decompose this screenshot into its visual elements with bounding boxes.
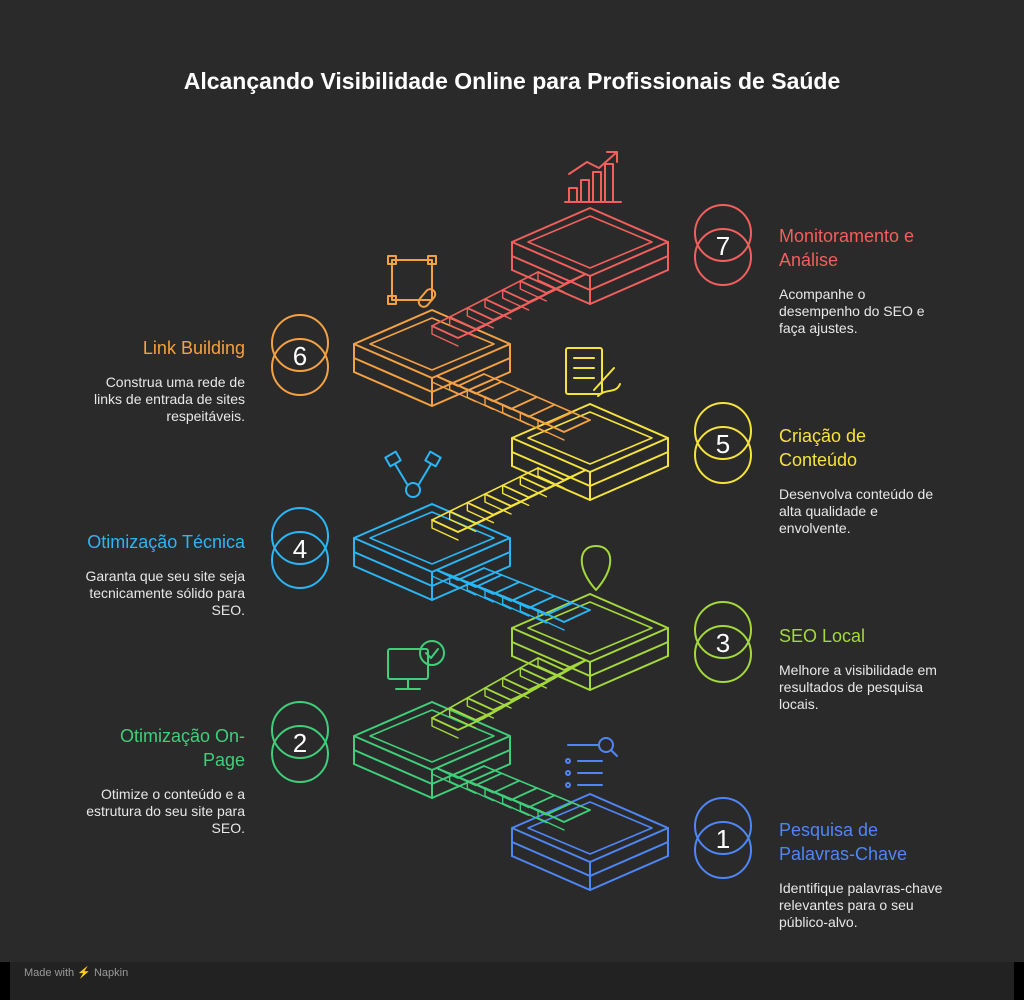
stairs-6-to-7 (431, 271, 591, 347)
made-with-napkin: Made with ⚡ Napkin (24, 967, 129, 979)
step-4-badge: 4 (271, 507, 329, 589)
monitor-check-icon (387, 640, 445, 690)
stairs-5-to-6 (431, 373, 591, 441)
step-4-number: 4 (293, 534, 307, 564)
stairs-2-to-3 (431, 657, 591, 739)
location-pin-icon (580, 545, 612, 591)
napkin-logo-icon: ⚡ (77, 967, 91, 979)
stairs-3-to-4 (431, 567, 591, 631)
step-7-number: 7 (716, 231, 730, 261)
step-2-title: Otimização On-Page (119, 726, 245, 770)
growth-chart-icon (564, 151, 622, 203)
step-6-badge: 6 (271, 314, 329, 396)
step-6-title: Link Building (142, 338, 245, 358)
footer: Made with ⚡ Napkin (0, 962, 1024, 1000)
search-list-icon (565, 737, 618, 788)
stairs-4-to-5 (431, 467, 591, 541)
step-5-badge: 5 (694, 402, 752, 484)
step-3-number: 3 (716, 628, 730, 658)
step-4-title: Otimização Técnica (87, 532, 245, 552)
step-1-number: 1 (716, 824, 730, 854)
step-2-number: 2 (293, 728, 307, 758)
step-7-graphic (511, 207, 669, 305)
step-1-badge: 1 (694, 797, 752, 879)
step-3-graphic (511, 593, 669, 691)
step-3-title: SEO Local (779, 626, 866, 646)
step-2-badge: 2 (271, 701, 329, 783)
step-3-badge: 3 (694, 601, 752, 683)
page-title: Alcançando Visibilidade Online para Prof… (183, 68, 841, 94)
stairs-1-to-2 (431, 765, 591, 831)
step-7-badge: 7 (694, 204, 752, 286)
step-2-graphic (353, 701, 511, 799)
wrench-gear-icon (384, 450, 442, 498)
link-chain-icon (387, 255, 437, 308)
step-6-number: 6 (293, 341, 307, 371)
step-5-number: 5 (716, 429, 730, 459)
step-5-graphic (511, 403, 669, 501)
document-edit-icon (565, 347, 621, 397)
